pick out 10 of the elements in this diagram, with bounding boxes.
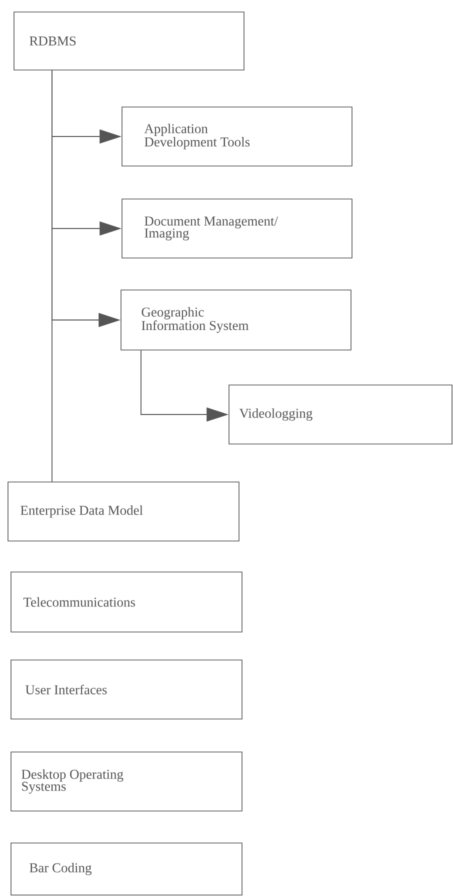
text-box: User Interfaces [10, 660, 242, 720]
text-box: Enterprise Data Model [8, 482, 240, 542]
text-box: Telecommunications [10, 572, 242, 632]
text-box: Desktop Operating Systems [10, 752, 242, 812]
text-box: Geographic Information System [120, 290, 352, 350]
text-box: Videologging [228, 384, 452, 444]
text-box: RDBMS [14, 12, 244, 70]
text-box: Application Development Tools [122, 106, 352, 166]
text-box: Bar Coding [10, 842, 242, 896]
text-box: Document Management/ Imaging [122, 198, 352, 258]
